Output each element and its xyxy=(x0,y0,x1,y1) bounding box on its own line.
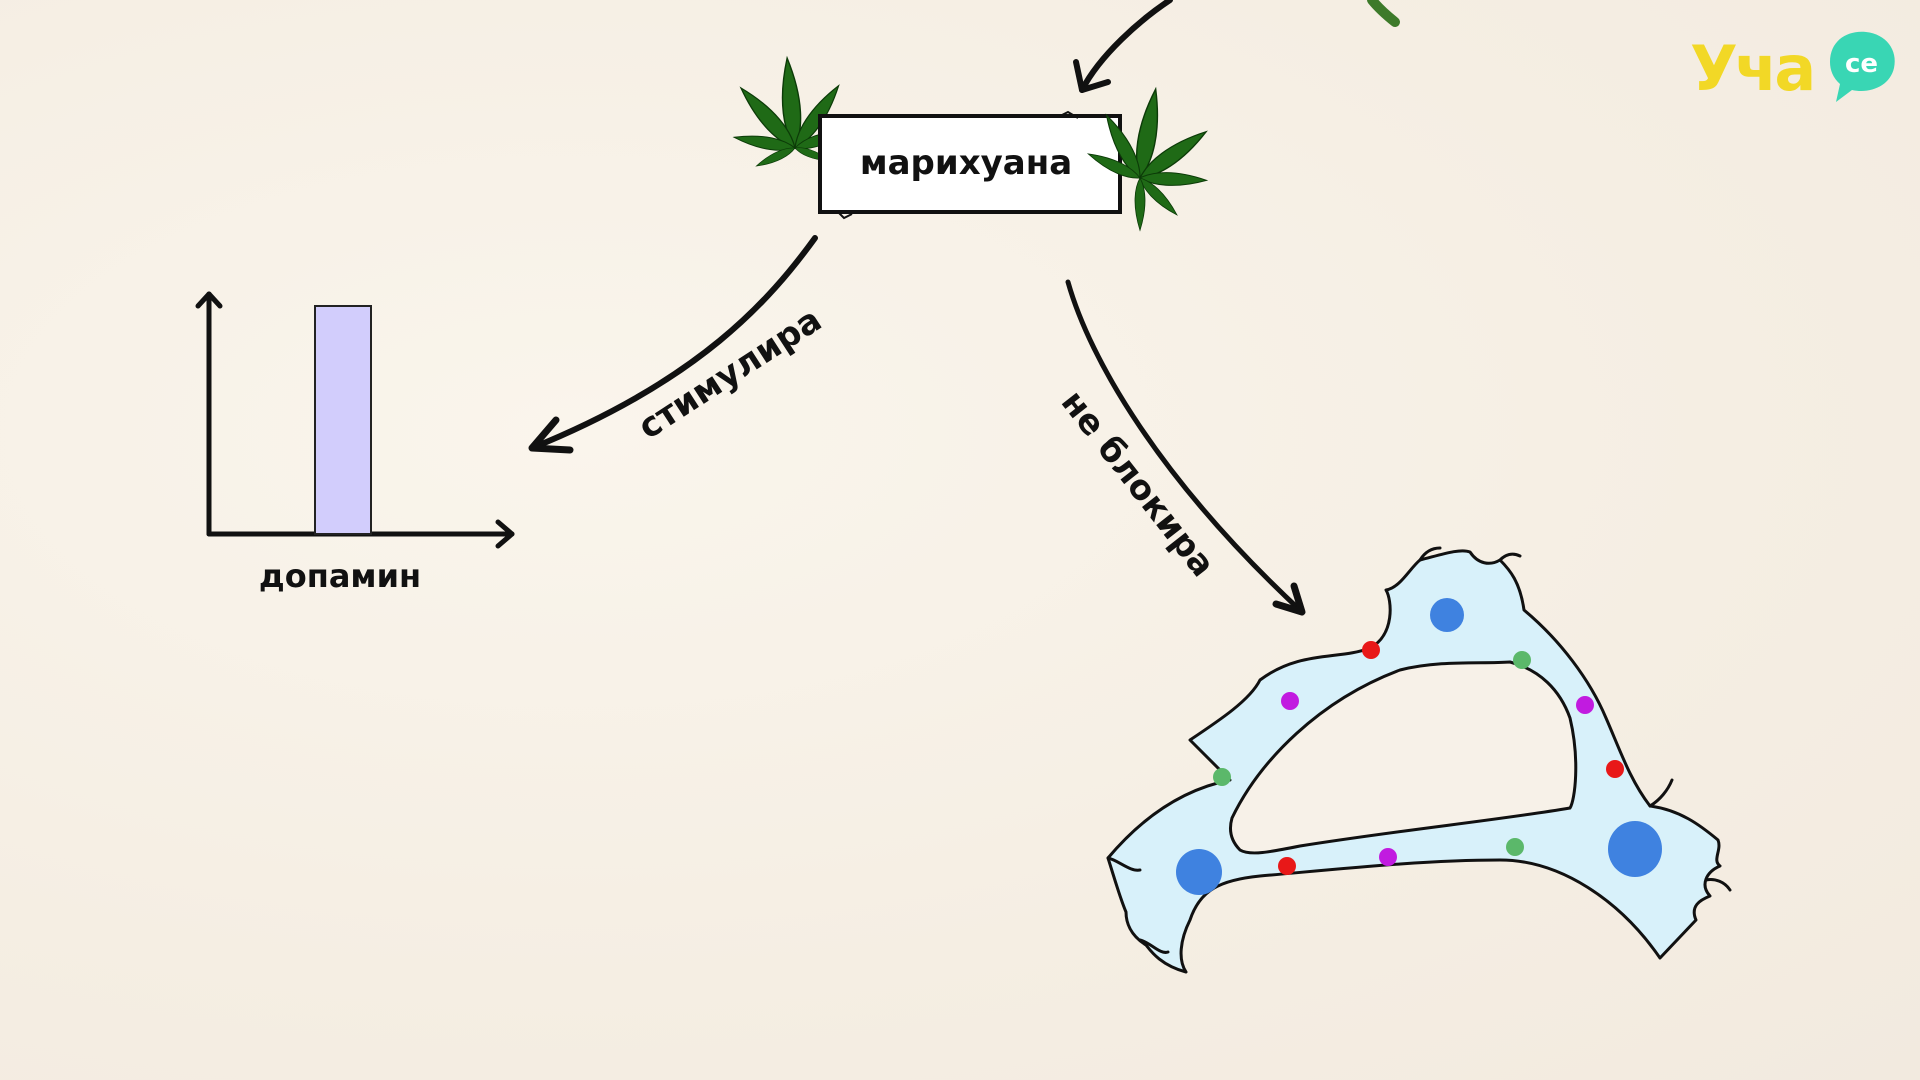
transmitter-dot xyxy=(1506,838,1524,856)
transmitter-dot xyxy=(1362,641,1380,659)
dopamine-bar xyxy=(314,305,372,535)
neuron-hole xyxy=(1228,660,1578,855)
stimulates-label: стимулира xyxy=(631,300,829,448)
logo-bubble-icon: се xyxy=(1830,31,1895,102)
incoming-arrow xyxy=(1073,0,1400,93)
stimulates-arrow: стимулира xyxy=(528,235,829,454)
ucha-se-logo: Уча се xyxy=(1690,31,1895,105)
not-blocks-arrow: не блокира xyxy=(1053,279,1306,616)
not-blocks-label: не блокира xyxy=(1053,383,1223,585)
transmitter-dot xyxy=(1576,696,1594,714)
nucleus-right xyxy=(1608,821,1662,877)
transmitter-dot xyxy=(1513,651,1531,669)
transmitter-dot xyxy=(1213,768,1231,786)
marijuana-label: марихуана xyxy=(860,143,1072,183)
nucleus-top xyxy=(1430,598,1464,632)
marijuana-label-box: марихуана xyxy=(818,110,1122,220)
transmitter-dot xyxy=(1278,857,1296,875)
transmitter-dot xyxy=(1379,848,1397,866)
dopamine-label: допамин xyxy=(259,557,421,595)
logo-main-text: Уча xyxy=(1690,32,1813,105)
nucleus-left xyxy=(1176,849,1222,895)
dopamine-chart: допамин xyxy=(195,291,515,595)
transmitter-dot xyxy=(1281,692,1299,710)
logo-bubble-text: се xyxy=(1845,49,1878,79)
neuron-network xyxy=(1106,546,1732,974)
transmitter-dot xyxy=(1606,760,1624,778)
